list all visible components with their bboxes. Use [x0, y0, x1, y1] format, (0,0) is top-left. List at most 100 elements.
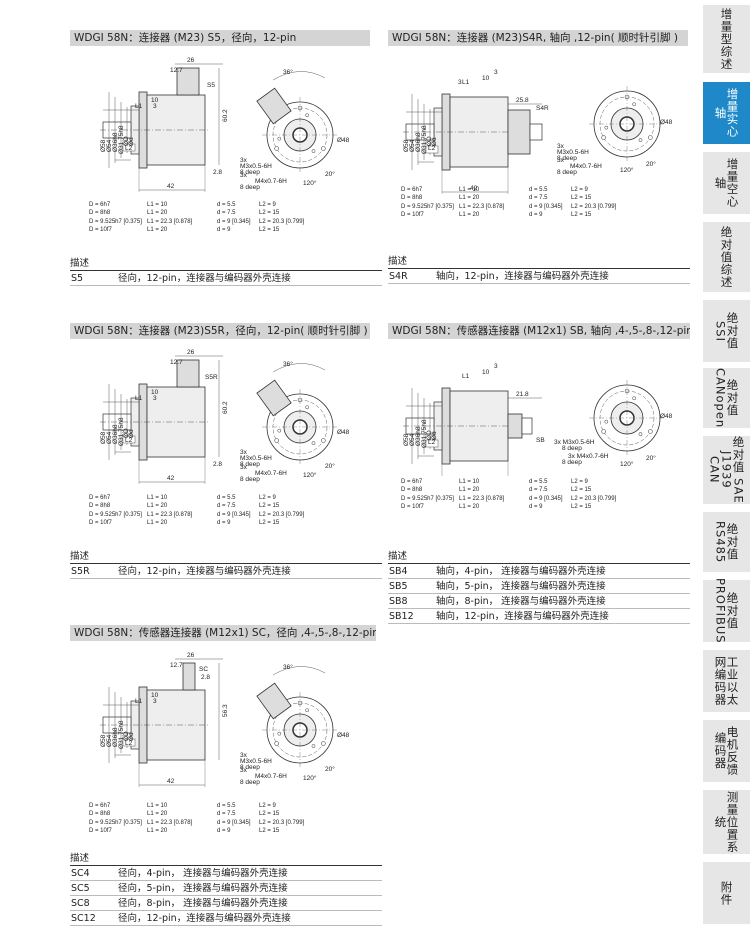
spec-cell: L2 = 15 — [571, 504, 592, 511]
spec-cell: D = 9.525h7 [0.375] — [89, 511, 142, 518]
spec-cell: L2 = 15 — [259, 520, 280, 527]
mounting-hole — [277, 731, 282, 736]
tab-label: 附件 — [719, 880, 734, 906]
category-sidebar: 增量型综述增量实心轴增量空心轴绝对值综述绝对值 SSI 绝对值 CANopen 绝对… — [703, 0, 750, 948]
dimension-label: 120° — [620, 460, 634, 468]
spec-cell: d = 5.5 — [529, 479, 548, 485]
spec-cell: d = 9 — [529, 212, 543, 219]
mounting-hole — [648, 135, 653, 140]
tab-label: 绝对值 PROFIBUS — [713, 578, 740, 644]
spec-cell: L2 = 20.3 [0.799] — [571, 495, 617, 502]
dimension-label: 20° — [325, 765, 335, 773]
variant-code: S5 — [71, 273, 84, 284]
dimension-label: 8 deep — [562, 445, 582, 452]
mounting-hole — [274, 438, 279, 443]
dimension-label: SC — [199, 666, 208, 673]
spec-cell: D = 10f7 — [89, 227, 112, 234]
dimension-label: M3x0.5-6H — [557, 149, 589, 156]
tab-category[interactable]: 绝对值 SSI — [703, 300, 750, 362]
tab-category[interactable]: 增量实心轴 — [703, 82, 750, 144]
tab-category[interactable]: 绝对值综述 — [703, 222, 750, 292]
spec-cell: L1 = 10 — [459, 479, 480, 485]
dimension-label: Ø48 — [337, 732, 350, 739]
spec-cell: L1 = 20 — [147, 811, 168, 818]
tab-category[interactable]: 电机反馈编码器 — [703, 720, 750, 782]
dimension-label: L2 — [428, 145, 436, 152]
variant-code: S5R — [71, 566, 90, 577]
variant-code: SB8 — [389, 596, 408, 607]
spec-cell: D = 8h8 — [89, 503, 111, 510]
connector-cap — [521, 417, 533, 435]
spec-cell: L1 = 22.3 [0.878] — [459, 203, 505, 210]
variant-description: 径向，12-pin，连接器与编码器外壳连接 — [118, 273, 291, 284]
dimension-label: Ø31.75h8 — [118, 417, 125, 446]
dimension-label: S4R — [536, 105, 549, 112]
dimension-label: 26 — [187, 349, 195, 356]
dimension-label: 42 — [167, 778, 175, 785]
variant-description: 轴向，5-pin， 连接器与编码器外壳连接 — [436, 581, 606, 592]
tab-category[interactable]: 测量位置系统 — [703, 790, 750, 854]
dimension-label: 10 — [151, 692, 159, 699]
tab-category[interactable]: 增量型综述 — [703, 5, 750, 73]
tab-category[interactable]: 绝对值 RS485 — [703, 512, 750, 572]
dimension-label: 12.7 — [170, 662, 183, 669]
tab-category[interactable]: 绝对值 SAE J1939 CAN — [703, 436, 750, 504]
dimension-label: Ø58 — [403, 139, 410, 152]
tab-category[interactable]: 工业以太网编码器 — [703, 650, 750, 712]
tab-label: 增量空心轴 — [713, 158, 740, 208]
tab-category[interactable]: 绝对值 PROFIBUS — [703, 578, 750, 644]
dimension-label: 3x — [240, 752, 248, 759]
dimension-label: 10 — [151, 97, 159, 104]
dimension-label: 120° — [303, 471, 317, 479]
dimension-label: 12.7 — [170, 67, 183, 74]
tab-label: 测量位置系统 — [713, 790, 740, 854]
tab-category[interactable]: 增量空心轴 — [703, 152, 750, 214]
spec-cell: d = 5.5 — [217, 202, 236, 208]
spec-cell: L2 = 15 — [571, 212, 592, 219]
variant-code: SB5 — [389, 581, 408, 592]
variant-code: SB12 — [389, 611, 414, 622]
dimension-label: M4x0.7-6H — [255, 178, 287, 185]
spec-cell: D = 9.525h7 [0.375] — [401, 495, 454, 502]
connector-cap — [529, 123, 543, 141]
dimension-label: 8 deep — [557, 169, 577, 176]
spec-cell: d = 9 — [217, 828, 231, 835]
dimension-label: Ø54 — [409, 139, 416, 152]
angle-arc — [272, 71, 326, 81]
dimension-label: Ø36h8 — [112, 132, 119, 152]
dimension-label: M3x0.5-6H — [240, 758, 272, 765]
tab-label: 电机反馈编码器 — [713, 726, 740, 776]
tab-label: 工业以太网编码器 — [713, 656, 740, 706]
spec-cell: L2 = 15 — [571, 195, 592, 202]
variant-description: 轴向，8-pin， 连接器与编码器外壳连接 — [436, 596, 606, 607]
variant-description: 径向，8-pin， 连接器与编码器外壳连接 — [118, 898, 288, 909]
spec-cell: D = 10f7 — [401, 212, 424, 219]
dimension-label: Ød — [431, 137, 438, 146]
dimension-label: 3x — [240, 157, 248, 164]
tab-category[interactable]: 绝对值 CANopen — [703, 368, 750, 428]
section-title: WDGI 58N：传感器连接器 (M12x1) SB, 轴向 ,4-,5-,8-… — [388, 323, 690, 339]
mounting-hole — [305, 113, 310, 118]
section-s5: WDGI 58N：连接器 (M23) S5，径向，12-pin — [70, 30, 370, 46]
mounting-hole — [648, 429, 653, 434]
spec-cell: L2 = 9 — [571, 479, 588, 485]
tab-category[interactable]: 附件 — [703, 862, 750, 924]
desc-label: 描述 — [388, 255, 690, 269]
spec-cell: L2 = 15 — [571, 487, 592, 494]
dimension-label: L2 — [428, 439, 436, 446]
dimension-label: 3 — [494, 69, 498, 76]
dimension-label: 2.8 — [213, 461, 222, 468]
dimension-label: M3x0.5-6H — [240, 455, 272, 462]
spec-cell: d = 9 — [217, 520, 231, 527]
spec-cell: D = 8h8 — [401, 487, 423, 494]
